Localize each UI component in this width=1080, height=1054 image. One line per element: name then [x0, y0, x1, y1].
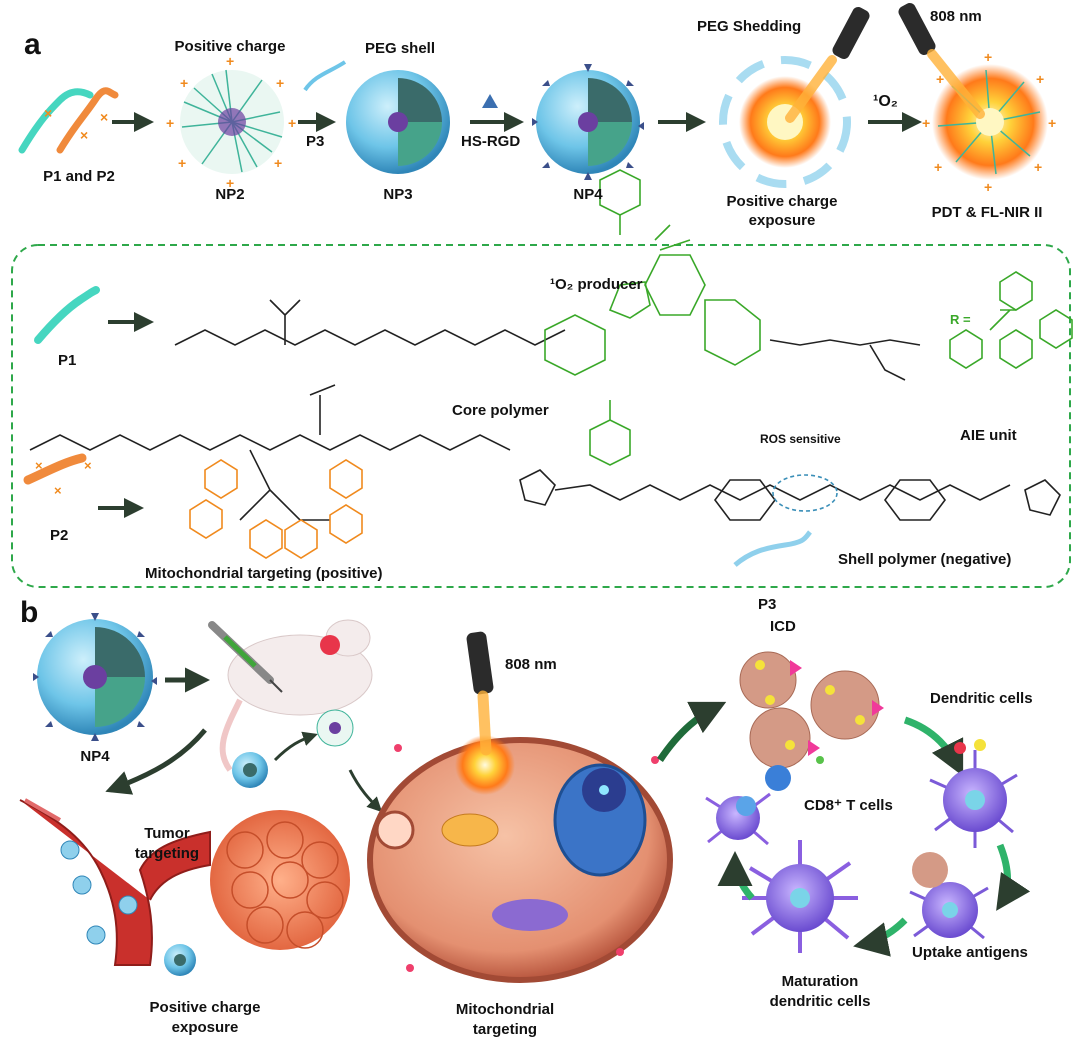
- svg-text:+: +: [288, 115, 296, 131]
- svg-text:+: +: [984, 49, 992, 65]
- laser-pointer-icon: [785, 7, 870, 123]
- icd-cells-icon: [739, 651, 884, 769]
- syringe-icon: [208, 621, 283, 693]
- svg-text:+: +: [1036, 71, 1044, 87]
- arrow-shed: [273, 731, 318, 762]
- aie-unit-label: AIE unit: [960, 427, 1017, 444]
- p3-box-label: P3: [758, 596, 777, 613]
- dendritic-cells-label: Dendritic cells: [930, 690, 1033, 707]
- cd8-label: CD8⁺ T cells: [804, 797, 893, 814]
- singlet-oxygen-label: ¹O₂: [873, 93, 898, 110]
- tumor-targeting-label: Tumor targeting: [134, 825, 200, 862]
- positive-charge-exposure-b-label: Positive charge exposure: [149, 999, 261, 1036]
- svg-text:+: +: [1048, 115, 1056, 131]
- positive-charge-exposure-label: Positive charge exposure: [726, 193, 838, 229]
- blood-vessel-icon: [19, 798, 211, 966]
- svg-text:+: +: [226, 53, 234, 69]
- svg-text:+: +: [178, 155, 186, 171]
- svg-text:+: +: [276, 75, 284, 91]
- peg-shedding-icon: [719, 56, 851, 188]
- np2-label: NP2: [215, 186, 245, 203]
- rgd-triangle-icon: [482, 94, 498, 108]
- svg-text:+: +: [922, 115, 930, 131]
- svg-text:+: +: [274, 155, 282, 171]
- svg-text:×: ×: [44, 105, 52, 121]
- laser-b-label: 808 nm: [505, 656, 557, 673]
- np4-sphere-icon: [33, 613, 157, 741]
- p2-charge-mark: ×: [54, 483, 62, 498]
- shell-polymer-structure: [519, 469, 1061, 521]
- np3-sphere-icon: [346, 70, 450, 174]
- core-polymer-structure: [174, 169, 921, 466]
- uptake-label: Uptake antigens: [912, 944, 1028, 961]
- aie-unit-structure: [949, 271, 1073, 369]
- mito-targeting-label: Mitochondrial targeting (positive): [145, 565, 383, 582]
- nanoparticle-icon: [164, 709, 354, 976]
- arrow-to-t: [717, 851, 755, 901]
- mito-targeting-b-label: Mitochondrial targeting: [455, 1001, 555, 1038]
- arrow-to-dc: [903, 716, 964, 777]
- p2-polymer-structure: [29, 384, 511, 559]
- arrow-to-icd: [657, 701, 727, 762]
- np3-label: NP3: [383, 186, 413, 203]
- maturation-label: Maturation dendritic cells: [769, 973, 871, 1010]
- np2-micelle-icon: + + + + + + + +: [166, 53, 296, 191]
- o2-producer-label: ¹O₂ producer: [550, 276, 643, 293]
- r-eq-label: R =: [950, 312, 971, 327]
- np4-b-label: NP4: [80, 748, 110, 765]
- svg-text:+: +: [180, 75, 188, 91]
- tumor-icon: [210, 810, 350, 950]
- p2-strand-icon: [23, 453, 87, 485]
- p3-strand-icon: [303, 60, 347, 92]
- p3-strand-icon: [733, 530, 812, 567]
- panel-b-label: b: [20, 596, 39, 629]
- p2-charge-mark: ×: [35, 458, 43, 473]
- svg-text:+: +: [226, 175, 234, 191]
- pdt-label: PDT & FL-NIR II: [931, 204, 1043, 221]
- positive-charge-label: Positive charge: [174, 38, 286, 55]
- svg-text:+: +: [984, 179, 992, 195]
- t-cell-icon: [705, 792, 771, 846]
- laser-pointer-icon: [898, 3, 985, 119]
- svg-text:+: +: [936, 71, 944, 87]
- svg-text:+: +: [1034, 159, 1042, 175]
- arrow-to-vessel: [105, 728, 207, 795]
- p2-charge-mark: ×: [84, 458, 92, 473]
- panel-a-label: a: [24, 28, 41, 61]
- laser-label: 808 nm: [930, 8, 982, 25]
- svg-text:×: ×: [100, 109, 108, 125]
- p1-box-label: P1: [58, 352, 77, 369]
- arrow-uptake: [996, 843, 1031, 911]
- svg-text:×: ×: [80, 127, 88, 143]
- arrow-to-cell: [348, 769, 383, 813]
- np4-label: NP4: [573, 186, 603, 203]
- mouse-icon: [219, 619, 373, 772]
- hs-rgd-label: HS-RGD: [461, 133, 521, 150]
- p1-p2-strands-icon: × × ×: [18, 87, 119, 154]
- tumor-cell-icon: [367, 735, 673, 983]
- cd8-t-cell-icon: [765, 765, 791, 791]
- dendritic-cell-icon: [929, 739, 1018, 848]
- shell-polymer-label: Shell polymer (negative): [838, 551, 1012, 568]
- mature-dendritic-cell-icon: [742, 840, 858, 953]
- peg-shedding-label: PEG Shedding: [697, 18, 802, 35]
- laser-pointer-icon: [466, 631, 494, 756]
- svg-text:+: +: [934, 159, 942, 175]
- icd-label: ICD: [770, 618, 796, 635]
- dendritic-cell-icon: [909, 852, 989, 940]
- p2-box-label: P2: [50, 527, 69, 544]
- peg-shell-label: PEG shell: [364, 40, 436, 57]
- p1-p2-label: P1 and P2: [43, 168, 115, 185]
- p1-strand-icon: [34, 286, 100, 344]
- svg-text:+: +: [166, 115, 174, 131]
- p3-label: P3: [306, 133, 325, 150]
- np4-sphere-icon: [532, 64, 644, 180]
- core-polymer-label: Core polymer: [452, 402, 549, 419]
- arrow-mature: [853, 917, 908, 957]
- polymer-box-border: [11, 244, 1071, 588]
- ros-sensitive-label: ROS sensitive: [760, 432, 841, 446]
